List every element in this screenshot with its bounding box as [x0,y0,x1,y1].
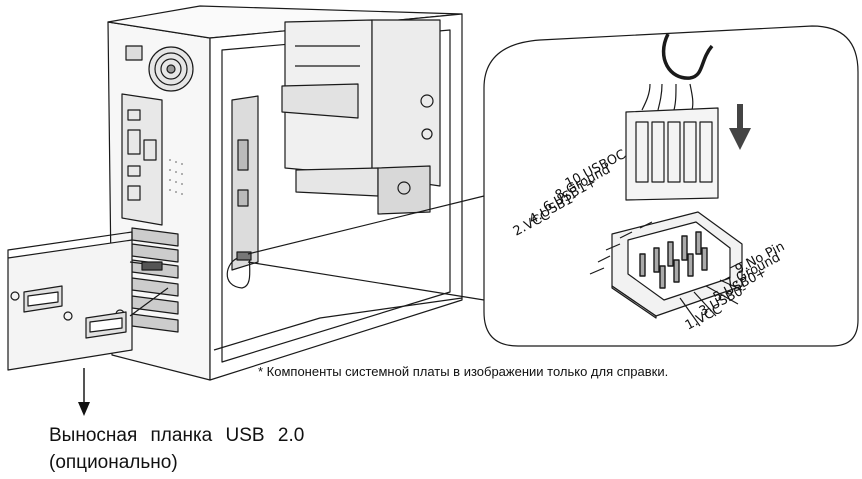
usb-port-right [85,311,127,339]
pc-case [107,5,463,381]
usb-bracket [7,231,169,371]
motherboard [231,95,259,271]
down-arrow-icon [78,402,90,416]
insert-arrow-icon [729,104,751,150]
bracket-caption-title: Выносная планка USB 2.0 [49,425,305,446]
header-pins [639,231,708,289]
usb-port-left [23,285,63,313]
header-zoom-callout [247,25,859,347]
reference-note: * Компоненты системной платы в изображен… [258,364,669,379]
bracket-caption-optional: (опционально) [49,452,178,473]
